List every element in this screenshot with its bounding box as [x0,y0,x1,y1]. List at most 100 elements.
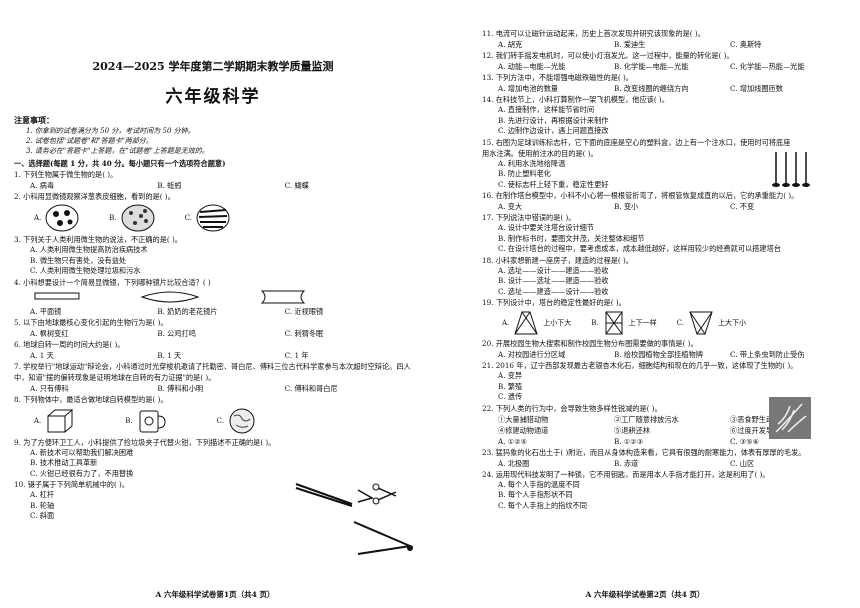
option-b: B. 赤道 [614,458,639,468]
option-b: B. 爱迪生 [614,40,646,49]
question-18: 18. 小科家想新建一座房子，建造的过程是( )。 [482,255,633,265]
option-c: C. 增加线圈匝数 [730,84,783,93]
option-b: B. 给校园植物全部挂植物牌 [614,350,703,359]
concave-lens-figure [260,290,306,303]
option-c: C. 刺猬冬眠 [284,328,324,338]
option-c: C. 化学能—热能—光能 [730,62,805,71]
tower-figure [605,311,623,335]
option-c: C. 傅科和哥白尼 [284,383,338,393]
page-1: 2024—2025 学年度第二学期期末教学质量监测 六年级科学 注意事项： 1.… [14,60,414,599]
option-c: C. 带上条虫到防止受伤 [730,350,805,359]
option-a: A. [502,319,510,327]
option-c: C. 火钳已经很有力了，不用替换 [30,468,134,478]
option-c: C. 在设计塔台的过程中，要考虑成本，成本越低越好，这样用较少的经费就可以搭建塔… [498,244,781,253]
option-c: C. 不变 [730,202,755,211]
option-b: B. [109,214,117,222]
question-2: 2. 小科用显微镜观察洋葱表皮细胞，看到的是( )。 [14,192,175,201]
q8-option-a: A. [34,407,75,435]
option-a: A. 利用水洗地给降温 [498,158,566,168]
page-2: 11. 电流可以让磁针运动起来，历史上首次发现并研究该现象的是( )。 A. 胡… [430,0,860,608]
q2-option-c: C. [185,204,230,232]
q2-option-b: B. [109,204,155,232]
behavior-item: ②工厂随意排放污水 [614,414,679,424]
globe-figure [229,408,255,433]
q19-option-b: B. 上下一样 [591,310,657,336]
option-a: A. 胡克 [498,40,523,49]
cell-figure [121,204,155,232]
option-a: A. 设计中要关注塔台设计细节 [498,223,595,232]
option-a: A. 直接制作，这样能节省时间 [498,105,595,114]
tower-figure [689,311,713,335]
question-17: 17. 下列说法中错误的是( )。 [482,213,576,222]
q8-option-c: C. [217,407,256,435]
question-11: 11. 电流可以让磁针运动起来，历史上首次发现并研究该现象的是( )。 [482,29,705,38]
mug-figure [139,410,166,432]
option-b: B. ①②③ [614,436,644,446]
option-b: B. 公鸡打鸣 [157,328,196,338]
option-a: A. 每个人手指的温度不同 [498,479,580,489]
options-12: A. 动能—电能—光能 B. 化学能—电能—光能 C. 化学能—热能—光能 [482,61,846,72]
question-5: 5. 以下由地球最核心变化引起的生物行为是( )。 [14,317,168,327]
option-b: B. 蚯蚓 [157,181,182,190]
question-19: 19. 下列设计中，塔台的稳定性最好的是( )。 [482,298,626,307]
option-a: A. 平面镜 [30,306,62,316]
question-3: 3. 下列关于人类利用微生物的说法，不正确的是( )。 [14,235,182,244]
question-4: 4. 小科想要设计一个简易显微镜，下列哪种镜片比较合适？( ) [14,277,211,287]
section-heading: 一、选择题(每题 1 分，共 40 分。每小题只有一个选项符合题意) [14,159,226,168]
onion-cell-figure [196,204,230,232]
option-a: A. 北极圈 [498,458,530,468]
option-b: B. 傅科和小明 [157,383,204,393]
option-a: A. 病毒 [30,181,55,190]
option-b: B. 改变线圈的缠绕方向 [614,84,689,93]
options-4: A. 平面镜 B. 奶奶的老花镜片 C. 近视眼镜 [14,306,412,317]
option-c: C. 使标志杆上轻下重，稳定性更好 [498,179,609,189]
question-13: 13. 下列方法中，不能增强电磁铁磁性的是( )。 [482,73,633,82]
tower-label: 上小下大 [543,319,572,327]
question-9: 9. 为了方便环卫工人，小科提供了捡垃圾夹子代替火钳，下列描述不正确的是( )。 [14,437,276,447]
option-c: C. 遗传 [498,392,523,401]
option-a: A. 增加电池的数量 [498,84,559,93]
q19-option-c: C. 上大下小 [677,310,746,336]
option-c: C. 斜面 [30,511,55,520]
option-b: B. 微生物只有害处，没有益处 [30,255,127,265]
options-23: A. 北极圈 B. 赤道 C. 山区 [482,458,846,469]
option-b: B. [591,319,599,327]
question-22: 22. 下列人类的行为中，会导致生物多样性锐减的是( )。 [482,403,662,413]
options-11: A. 胡克 B. 爱迪生 C. 奥斯特 [482,39,846,50]
fossil-figure [769,397,811,439]
option-a: A. 枫树变红 [30,328,69,338]
question-1: 1. 下列生物属于微生物的是( )。 [14,170,118,179]
question-10: 10. 镊子属于下列简单机械中的( )。 [14,480,130,489]
option-a: A. [34,416,42,425]
question-23: 23. 猛犸象的化石出土于( )附近，而且从身体构造来看，它具有很强的耐寒能力，… [482,447,806,457]
option-c: C. 蝴蝶 [284,181,309,190]
exam-title: 2024—2025 学年度第二学期期末教学质量监测 [92,60,334,73]
option-c: C. ③⑤⑥ [730,436,760,446]
tongs-figure [295,483,397,507]
q8-figures: A. B. C. [14,407,412,435]
onion-cell-figure [45,204,79,232]
options-6: A. 1 天 B. 1 天 C. 1 年 [14,350,412,361]
option-b: B. 奶奶的老花镜片 [157,306,218,316]
option-c: C. 选址——建造——设计——验收 [498,286,609,296]
option-a: A. 1 天 [30,350,54,360]
question-24: 24. 运用现代科技发明了一种锁，它不用钥匙，而是用本人手指才能打开，这是利用了… [482,469,770,479]
behavior-item: ④修建动物通道 [498,425,549,435]
question-12: 12. 我们转手摇发电机时，可以使小灯泡发光。这一过程中，能量的转化是( )。 [482,51,734,60]
option-c: C. 人类利用微生物处理垃圾和污水 [30,266,141,275]
q2-option-a: A. [34,204,79,232]
question-16: 16. 在制作塔台模型中，小科不小心将一根根管折弯了，将根管恢复成直的以后，它的… [482,191,799,200]
option-b: B. 制作标书时，要图文并茂，关注整体和细节 [498,233,645,243]
tower-label: 上下一样 [628,319,657,327]
option-b: B. 技术推动工具革新 [30,458,98,467]
option-a: A. 新技术可以帮助我们解决困难 [30,447,134,457]
option-c: C. 奥斯特 [730,40,762,49]
options-1: A. 病毒 B. 蚯蚓 C. 蝴蝶 [14,180,412,191]
option-a: A. 选址——设计——建造——验收 [498,265,609,275]
tower-label: 上大下小 [718,319,746,327]
marker-poles-figure [772,152,810,187]
question-15: 15. 右图为足球训练标志杆，它下面的底座是空心的塑料盒，边上有一个注水口，使用… [482,137,791,158]
option-c: C. [216,416,224,425]
behavior-item: ⑤退耕还林 [614,425,650,435]
option-b: B. 轮轴 [30,500,55,510]
